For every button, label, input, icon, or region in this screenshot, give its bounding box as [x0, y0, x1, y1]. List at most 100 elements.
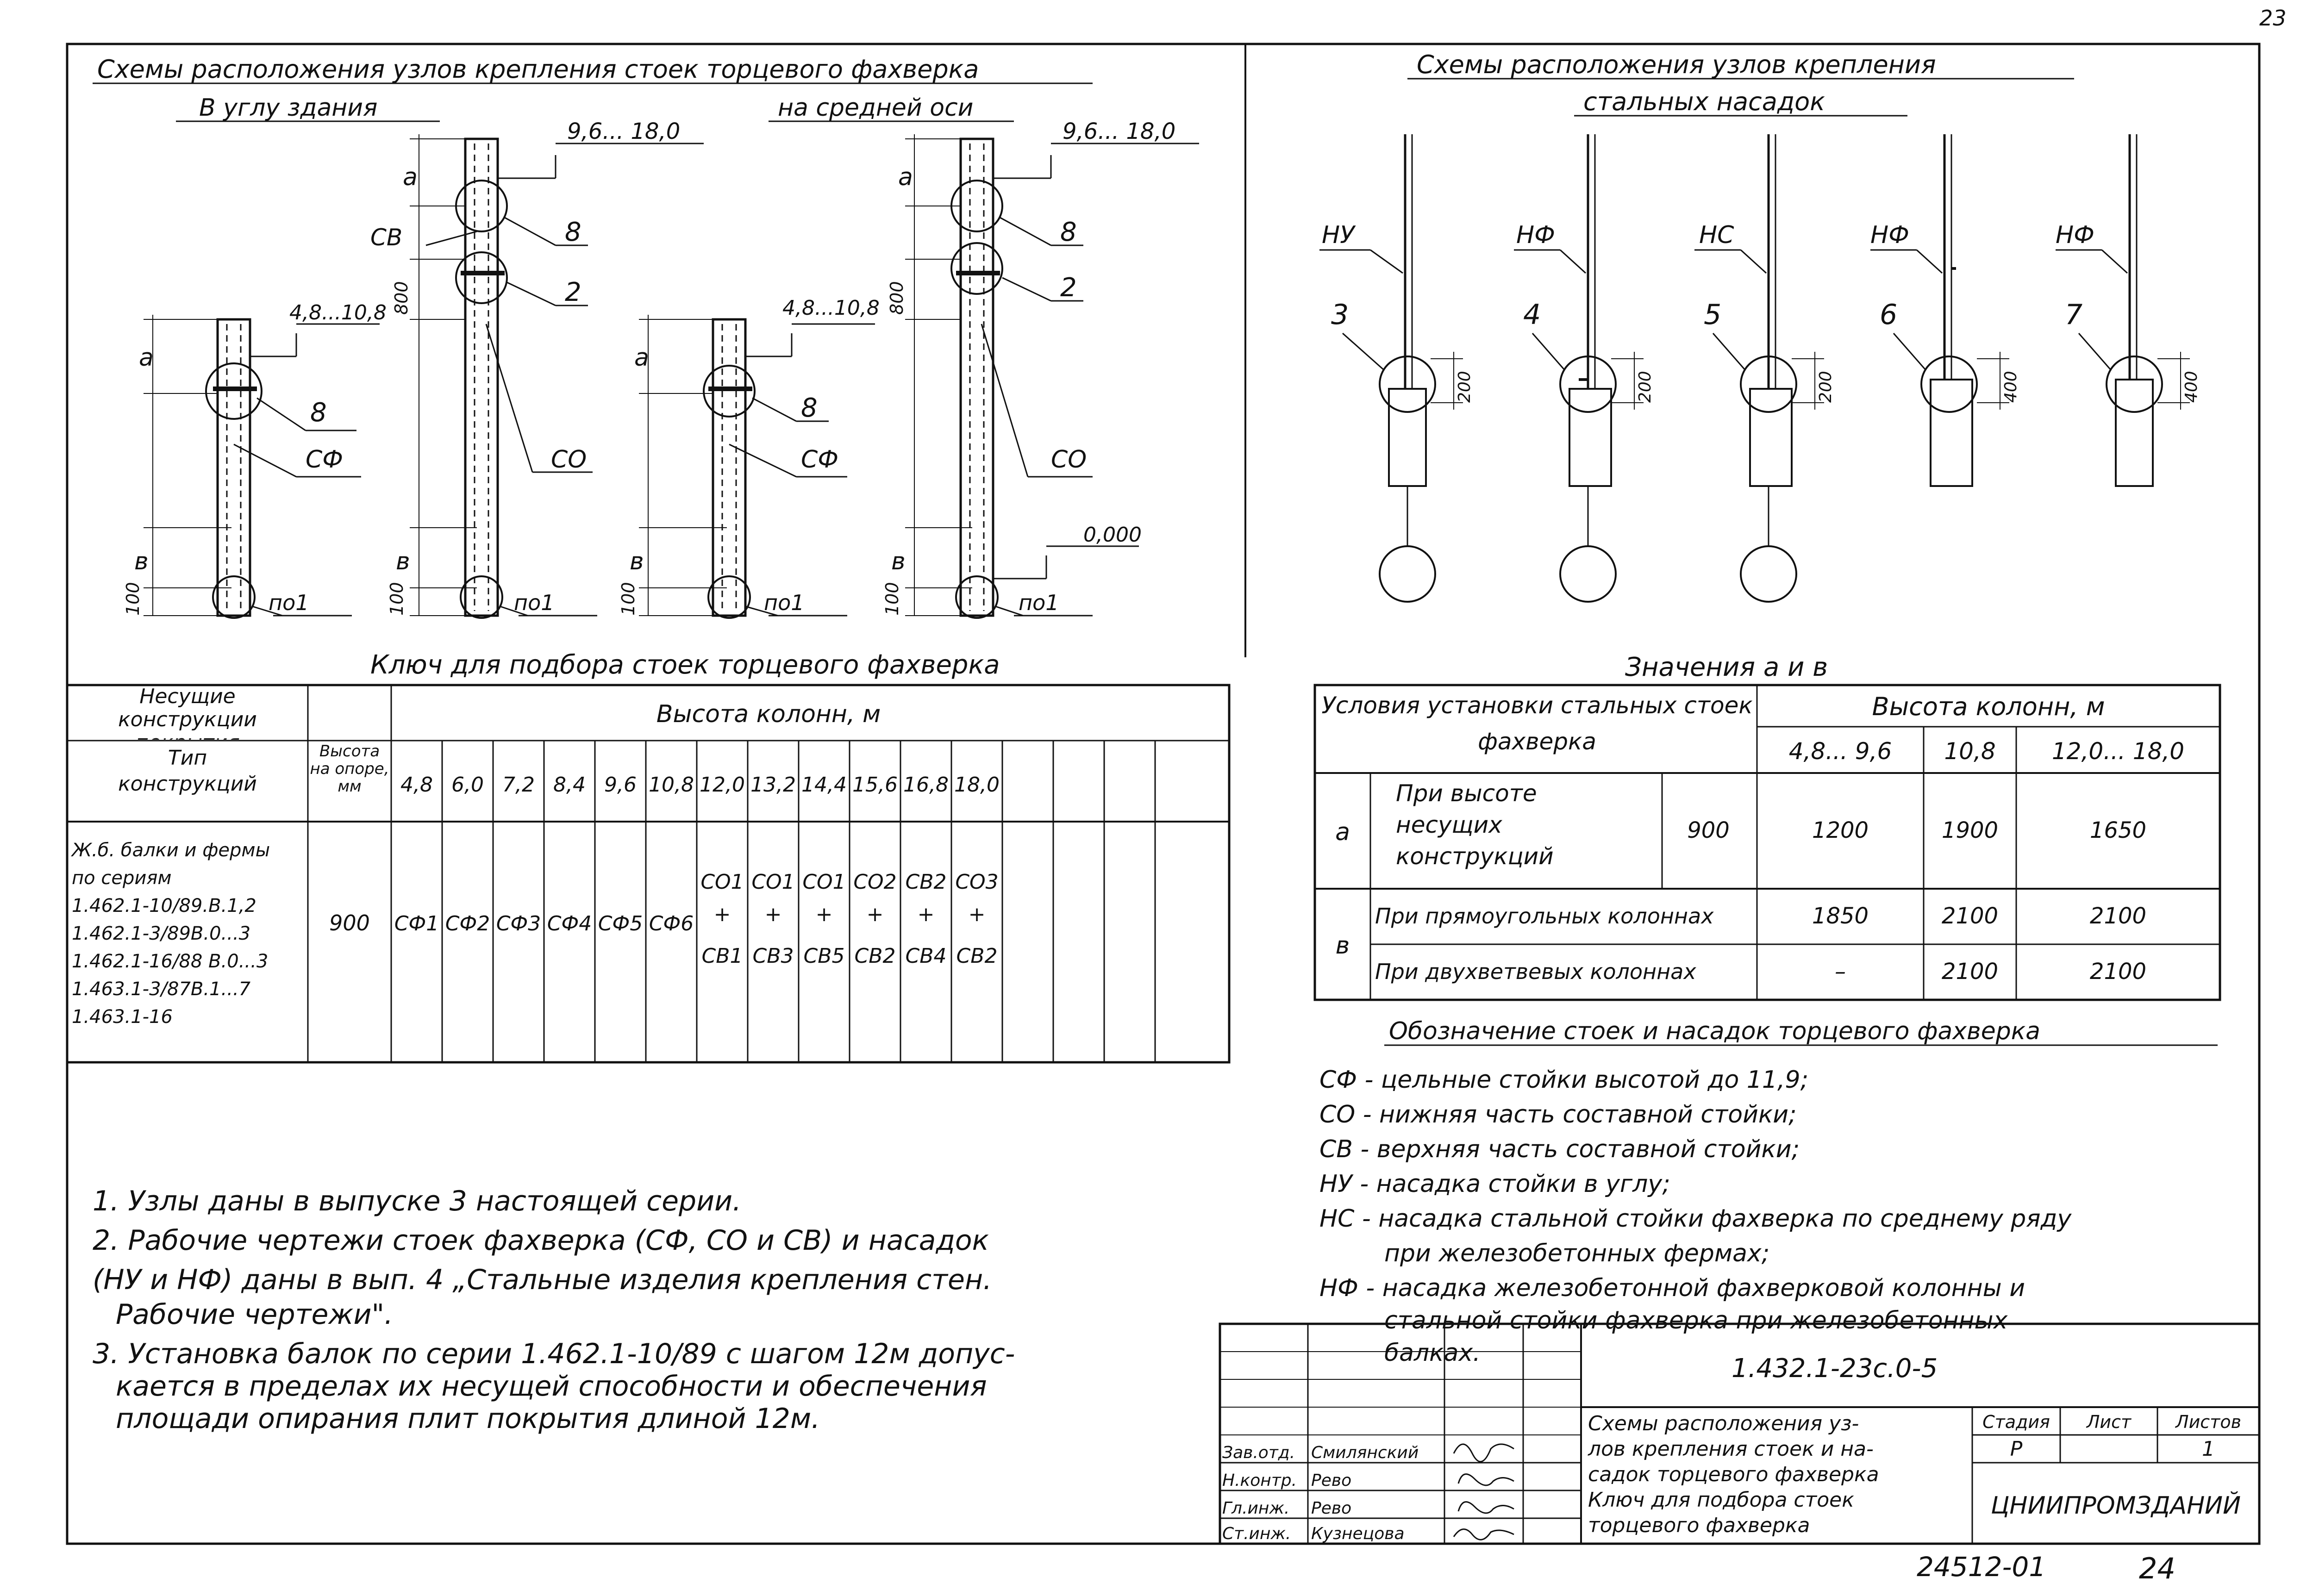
legend-line: НС - насадка стальной стойки фахверка по… — [1319, 1205, 2072, 1233]
type-line: 1.463.1-3/87В.1...7 — [72, 979, 251, 1000]
values-table-grid — [1313, 684, 2221, 1001]
stamp-name: Рево — [1311, 1499, 1351, 1518]
key-single-cells: СФ1 СФ2 СФ3 СФ4 СФ5 СФ6 — [394, 912, 694, 935]
signatures — [1453, 1443, 1514, 1540]
key-support-height: 900 — [329, 910, 370, 935]
nozzle-num-4: 6 — [1880, 299, 1897, 331]
key-h-supports: Несущие конструкции покрытия — [118, 685, 257, 740]
key-combo-top: СО1 — [802, 870, 845, 894]
key-combo-top: СО2 — [853, 870, 896, 894]
note-line: (НУ и НФ) даны в вып. 4 „Стальные издели… — [93, 1264, 992, 1296]
key-col-head: 8,4 — [553, 773, 586, 797]
nozzle-num-1: 3 — [1331, 299, 1349, 331]
values-h-conditions: Условия установки стальных стоек фахверк… — [1321, 692, 1752, 755]
stamp-name: Кузнецова — [1311, 1524, 1405, 1543]
stamp-title-lines: Схемы расположения уз- лов крепления сто… — [1588, 1412, 1879, 1537]
label-cf-1: СФ — [306, 446, 343, 474]
dim-96-180-1: 9,6... 18,0 — [567, 118, 680, 144]
dim-800-2: 800 — [887, 281, 907, 315]
num-2-1: 2 — [565, 277, 581, 307]
stamp-roles: Зав.отд. Смилянский Н.контр. Рево Гл.инж… — [1222, 1443, 1419, 1543]
stamp-title-line: торцевого фахверка — [1588, 1514, 1810, 1537]
key-combo-plus: + — [714, 903, 731, 926]
dim-b-2: в — [396, 548, 410, 575]
right-title-line2: стальных насадок — [1583, 87, 1825, 116]
values-col-head: 10,8 — [1944, 738, 1995, 765]
note-line: 1. Узлы даны в выпуске 3 настоящей серии… — [93, 1185, 741, 1217]
label-cf-2: СФ — [801, 446, 838, 474]
legend-title: Обозначение стоек и насадок торцевого фа… — [1389, 1017, 2040, 1045]
nozzle-dim-3: 200 — [1816, 371, 1835, 403]
nozzle-code-4: НФ — [1870, 221, 1909, 249]
key-combo-top: СО3 — [955, 870, 998, 894]
stamp-name: Рево — [1311, 1471, 1351, 1490]
dim-b-3: в — [630, 548, 644, 575]
diagram-corner-short — [144, 315, 380, 619]
type-line: 1.463.1-16 — [72, 1006, 173, 1028]
corner-subtitle: В углу здания — [199, 94, 377, 122]
middle-subtitle: на средней оси — [778, 94, 973, 122]
page-number: 23 — [2259, 6, 2287, 31]
dim-96-180-2: 9,6... 18,0 — [1063, 118, 1175, 144]
type-line: Ж.б. балки и фермы — [70, 840, 270, 861]
legend-line: СО - нижняя часть составной стойки; — [1319, 1101, 1797, 1128]
dim-b-1: в — [134, 548, 149, 575]
dim-a-3: а — [634, 344, 649, 372]
dim-48-108-1: 4,8...10,8 — [289, 301, 387, 324]
type-line: 1.462.1-3/89В.0...3 — [72, 923, 250, 944]
stamp-title-line: Ключ для подбора стоек — [1588, 1488, 1854, 1512]
nozzle-dim-4: 400 — [2001, 371, 2020, 403]
dim-100-4: 100 — [882, 582, 902, 616]
title-block-grid — [1219, 1322, 2261, 1545]
stamp-role: Зав.отд. — [1222, 1443, 1295, 1462]
note-line: 2. Рабочие чертежи стоек фахверка (СФ, С… — [93, 1224, 989, 1257]
key-combo-plus: + — [816, 903, 833, 926]
nozzle-code-2: НФ — [1516, 221, 1555, 249]
sheet-head: Лист — [2086, 1412, 2132, 1432]
legend-line: НУ - насадка стойки в углу; — [1319, 1170, 1670, 1198]
key-combo-top: СО1 — [751, 870, 794, 894]
type-line: 1.462.1-16/88 В.0...3 — [72, 951, 268, 972]
dim-a-2: а — [403, 163, 418, 191]
key-col-head: 16,8 — [903, 773, 949, 797]
legend-line: СФ - цельные стойки высотой до 11,9; — [1319, 1066, 1808, 1094]
key-cell: СФ2 — [445, 912, 490, 935]
p01-1: по1 — [269, 590, 309, 615]
key-combo-bottom: СВ2 — [956, 944, 998, 968]
label-co-1: СО — [551, 446, 587, 474]
left-title: Схемы расположения узлов крепления стоек… — [97, 55, 979, 84]
key-h-type: Тип конструкций — [118, 746, 257, 796]
key-combo-bottom: СВ4 — [906, 944, 947, 968]
key-col-head: 12,0 — [700, 773, 745, 797]
values-row-b1-cond: При прямоугольных колоннах — [1375, 904, 1714, 929]
note-line: кается в пределах их несущей способности… — [116, 1370, 987, 1403]
nozzle-diagrams — [1319, 134, 2190, 603]
nozzle-num-3: 5 — [1704, 299, 1721, 331]
key-col-head: 4,8 — [400, 773, 433, 797]
nozzle-dim-2: 200 — [1636, 371, 1655, 403]
legend-line: балках. — [1384, 1339, 1481, 1367]
label-co-2: СО — [1051, 446, 1087, 474]
values-row-b1-v2: 2100 — [1942, 903, 1998, 929]
diagram-middle-tall — [905, 134, 1199, 619]
dim-b-4: в — [891, 548, 906, 575]
note-line: 3. Установка балок по серии 1.462.1-10/8… — [93, 1338, 1015, 1370]
values-row-a-v3: 1650 — [2090, 817, 2146, 843]
label-cb: СВ — [370, 224, 402, 251]
key-col-head: 7,2 — [502, 773, 535, 797]
nozzle-num-5: 7 — [2065, 299, 2082, 331]
key-cell: СФ4 — [547, 912, 592, 935]
nozzle-code-1: НУ — [1322, 221, 1356, 249]
values-row-b1-v1: 1850 — [1812, 903, 1869, 929]
key-cell: СФ1 — [394, 912, 439, 935]
key-col-head: 13,2 — [750, 773, 796, 797]
stamp-role: Н.контр. — [1222, 1471, 1297, 1490]
p01-2: по1 — [514, 590, 555, 615]
key-col-head: 15,6 — [852, 773, 898, 797]
values-row-a-cond: При высоте несущих конструкций — [1396, 780, 1554, 870]
key-cell: СФ3 — [496, 912, 541, 935]
num-2-2: 2 — [1060, 273, 1077, 303]
dim-a-1: а — [139, 344, 154, 372]
values-row-b2-v2: 2100 — [1942, 959, 1998, 985]
key-cell: СФ5 — [598, 912, 643, 935]
